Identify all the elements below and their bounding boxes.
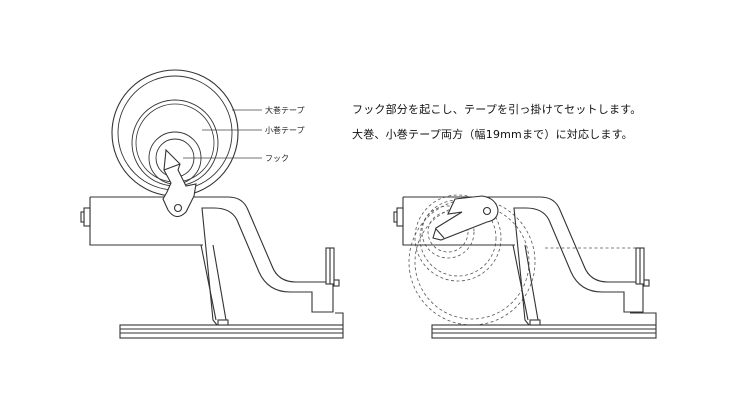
description-line-2: 大巻、小巻テープ両方（幅19mmまで）に対応します。 bbox=[352, 128, 633, 141]
callout-small-tape: 小巻テープ bbox=[265, 126, 305, 135]
dispenser-with-tape bbox=[80, 69, 344, 339]
hook-folded bbox=[432, 195, 499, 241]
base-plate-right bbox=[431, 312, 657, 339]
callout-hook: フック bbox=[265, 154, 289, 163]
description-line-1: フック部分を起こし、テープを引っ掛けてセットします。 bbox=[352, 103, 642, 116]
end-cap-left bbox=[83, 207, 91, 227]
dispenser-body-left bbox=[90, 196, 334, 326]
hook-upright bbox=[162, 148, 197, 218]
callout-leaders bbox=[183, 109, 262, 159]
dispenser-body-right bbox=[403, 196, 644, 326]
tape-rolls-dashed bbox=[408, 194, 536, 326]
callout-large-tape: 大巻テープ bbox=[265, 106, 305, 115]
base-plate-left bbox=[119, 312, 344, 339]
dispenser-folded-hook bbox=[393, 194, 657, 339]
